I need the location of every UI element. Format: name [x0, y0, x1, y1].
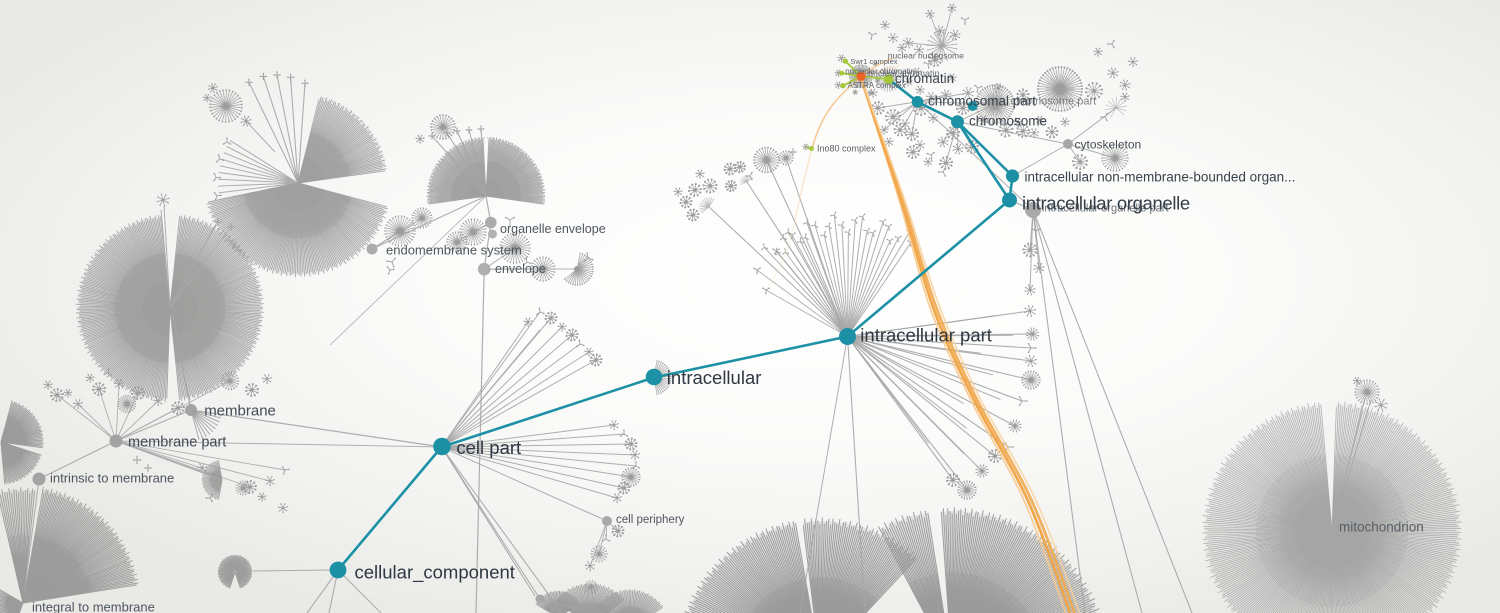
- svg-text:endomembrane system: endomembrane system: [386, 243, 522, 258]
- svg-text:intracellular non-membrane-bou: intracellular non-membrane-bounded organ…: [1025, 170, 1296, 185]
- svg-text:cell periphery: cell periphery: [616, 514, 685, 526]
- svg-text:intrinsic to membrane: intrinsic to membrane: [50, 471, 174, 486]
- svg-text:Swr1 complex: Swr1 complex: [850, 57, 897, 66]
- svg-text:nucleolar chromatin: nucleolar chromatin: [845, 67, 915, 76]
- svg-text:organelle envelope: organelle envelope: [500, 222, 606, 236]
- svg-text:intracellular organelle part: intracellular organelle part: [1042, 202, 1169, 214]
- svg-text:chromosome: chromosome: [969, 114, 1047, 129]
- svg-text:cell part: cell part: [456, 437, 521, 458]
- svg-text:intracellular organelle: intracellular organelle: [1022, 192, 1190, 213]
- svg-text:envelope: envelope: [495, 262, 546, 276]
- svg-text:integral to membrane: integral to membrane: [32, 600, 155, 613]
- svg-text:ASTRA complex: ASTRA complex: [848, 81, 906, 90]
- svg-text:nuclear nucleosome: nuclear nucleosome: [888, 51, 964, 61]
- svg-text:cytoskeleton: cytoskeleton: [1075, 138, 1142, 152]
- svg-text:nuclear chromatin: nuclear chromatin: [868, 69, 940, 79]
- svg-text:chromosomal part: chromosomal part: [928, 94, 1036, 109]
- svg-text:membrane: membrane: [204, 402, 276, 419]
- svg-text:cellular_component: cellular_component: [355, 562, 515, 584]
- svg-text:chromosome part: chromosome part: [1011, 96, 1097, 108]
- svg-text:chromatin: chromatin: [895, 71, 954, 86]
- svg-text:membrane part: membrane part: [128, 435, 226, 451]
- svg-text:intracellular: intracellular: [667, 367, 762, 388]
- svg-text:mitochondrion: mitochondrion: [1339, 520, 1424, 535]
- svg-text:Ino80 complex: Ino80 complex: [817, 143, 876, 153]
- svg-text:intracellular part: intracellular part: [860, 325, 992, 346]
